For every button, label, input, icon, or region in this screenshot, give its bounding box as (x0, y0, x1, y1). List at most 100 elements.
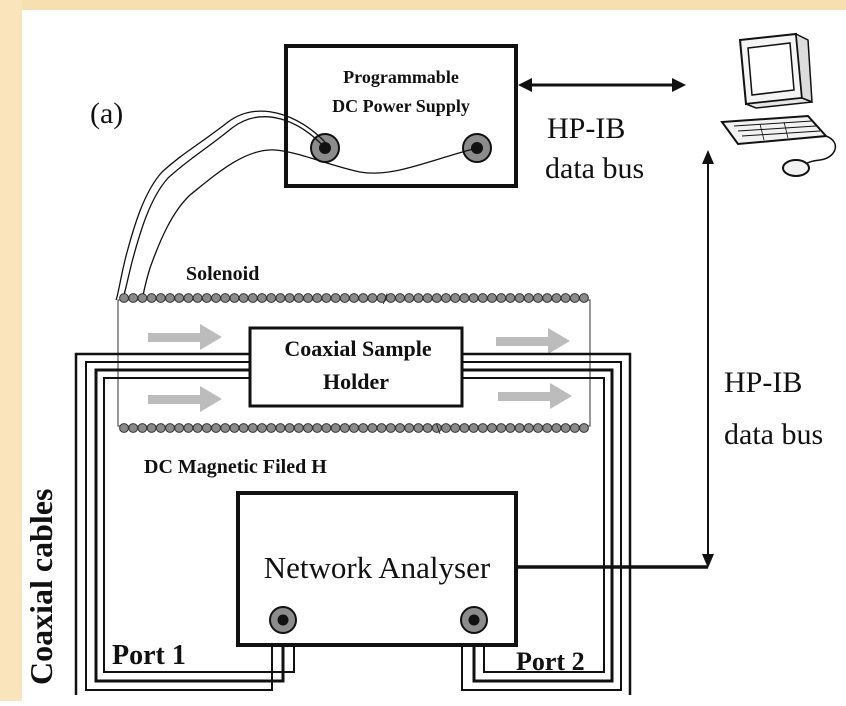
solenoid-bead (165, 423, 175, 433)
solenoid-bead (395, 293, 405, 303)
power-supply-label-line1: Programmable (343, 67, 459, 87)
solenoid-bead (496, 423, 507, 433)
solenoid-bead (238, 423, 249, 433)
solenoid-bead (560, 293, 571, 303)
coax-cable-right-mid (461, 361, 622, 691)
coaxial-cables-label: Coaxial cables (23, 489, 59, 685)
solenoid-label: Solenoid (186, 263, 259, 285)
solenoid-bead (385, 293, 396, 303)
solenoid-bead (367, 293, 378, 303)
solenoid-bead (275, 293, 286, 303)
solenoid-bottom-mark: \ (436, 421, 441, 438)
solenoid-bead (119, 423, 129, 433)
solenoid-bead (257, 293, 267, 303)
solenoid-bead (257, 423, 267, 433)
solenoid-bead (128, 293, 139, 303)
solenoid-bead (477, 293, 488, 303)
solenoid-bead (192, 293, 203, 303)
coax-connector-icon (269, 606, 297, 634)
solenoid-bead (533, 423, 543, 433)
arrowhead-right (672, 78, 686, 92)
solenoid-bead (201, 423, 212, 433)
solenoid-bead (330, 293, 341, 303)
solenoid-bead (551, 423, 562, 433)
solenoid-bead (229, 293, 240, 303)
solenoid-bead (312, 423, 323, 433)
solenoid-bead (468, 423, 479, 433)
coax-connector-icon (460, 606, 488, 634)
solenoid-winding-top (119, 293, 589, 303)
coax-cable-left-inner (94, 368, 285, 683)
solenoid-bead (174, 293, 185, 303)
solenoid-bead (349, 293, 359, 303)
solenoid-bead (330, 423, 341, 433)
solenoid-bead (266, 293, 277, 303)
solenoid-bead (367, 423, 378, 433)
solenoid-bead (146, 293, 157, 303)
solenoid-bead (505, 293, 516, 303)
solenoid-bead (321, 423, 332, 433)
solenoid-bead (542, 423, 553, 433)
solenoid-bead (284, 423, 295, 433)
solenoid-bead (450, 423, 461, 433)
solenoid-bead (395, 423, 405, 433)
solenoid-bead (505, 423, 516, 433)
field-arrow (148, 324, 222, 350)
solenoid-bead (119, 293, 129, 303)
solenoid-bead (165, 293, 175, 303)
solenoid-bead (229, 423, 240, 433)
solenoid-bead (174, 423, 185, 433)
coax-cable-left-outer (74, 352, 250, 695)
solenoid-bead (404, 423, 415, 433)
solenoid-bead (514, 293, 525, 303)
solenoid-bead (431, 293, 442, 303)
hpib-right-label-line1: HP-IB (724, 366, 802, 399)
frame-top-band (0, 0, 846, 10)
solenoid-bead (293, 423, 304, 433)
arrowhead-up (702, 150, 714, 164)
solenoid-bead (247, 293, 258, 303)
solenoid-bead (312, 293, 323, 303)
solenoid-bead (303, 423, 313, 433)
solenoid-bead (183, 293, 194, 303)
solenoid-bead (441, 293, 451, 303)
solenoid-bead (137, 423, 148, 433)
hpib-top-label-line2: data bus (545, 152, 644, 185)
solenoid-bead (146, 423, 157, 433)
coax-cable-left-innermost (103, 377, 295, 673)
solenoid-bead (220, 293, 231, 303)
solenoid-bead (385, 423, 396, 433)
field-arrow (496, 328, 570, 354)
solenoid-bead (321, 293, 332, 303)
solenoid-bead (358, 293, 369, 303)
hpib-top-label-line1: HP-IB (547, 112, 625, 145)
frame-left-band (0, 0, 22, 701)
solenoid-bead (211, 423, 221, 433)
sample-holder-label-line2: Holder (323, 369, 389, 394)
solenoid-bead (514, 423, 525, 433)
solenoid-bead (569, 293, 580, 303)
sample-holder-box (248, 326, 464, 408)
solenoid-bead (358, 423, 369, 433)
solenoid-bead (579, 423, 589, 433)
solenoid-bead (477, 423, 488, 433)
solenoid-bead (579, 293, 589, 303)
solenoid-bead (487, 423, 497, 433)
solenoid-bead (569, 423, 580, 433)
coax-cable-right-inner (462, 368, 614, 683)
solenoid-bead (155, 423, 166, 433)
solenoid-bead (533, 293, 543, 303)
solenoid-bead (487, 293, 497, 303)
solenoid-bead (192, 423, 203, 433)
network-analyser-label: Network Analyser (264, 550, 491, 585)
solenoid-bead (551, 293, 562, 303)
solenoid-top-mark: / (383, 291, 388, 308)
solenoid-bead (128, 423, 139, 433)
solenoid-bead (137, 293, 148, 303)
solenoid-bead (183, 423, 194, 433)
hpib-right-label-line2: data bus (724, 418, 823, 451)
solenoid-bead (404, 293, 415, 303)
solenoid-bead (339, 293, 350, 303)
